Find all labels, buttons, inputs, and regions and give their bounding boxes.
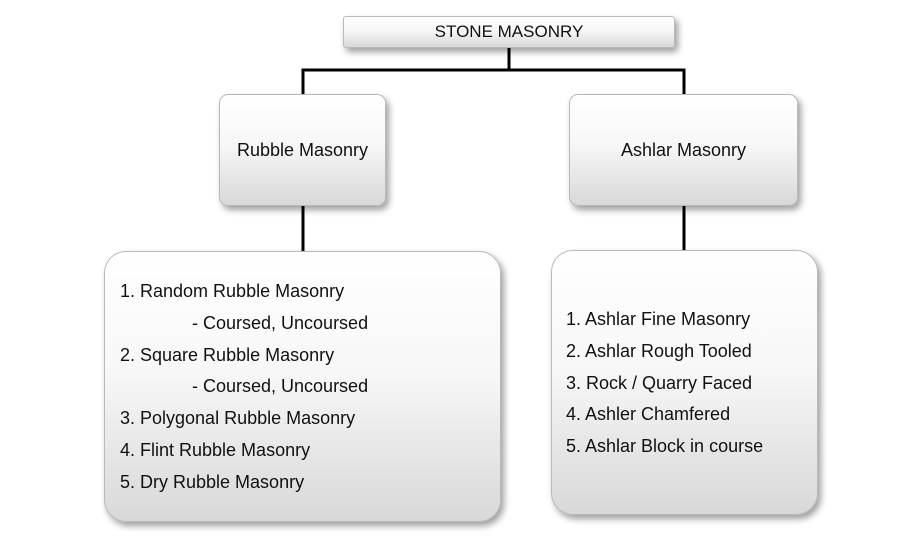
list-item: 3. Polygonal Rubble Masonry [120,408,356,429]
ashlar-masonry-label: Ashlar Masonry [620,139,747,160]
list-subitem: - Coursed, Uncoursed [192,312,369,333]
list-item: 4. Flint Rubble Masonry [120,439,311,460]
list-item: 5. Ashlar Block in course [566,436,764,457]
list-item: 4. Ashler Chamfered [566,404,731,425]
list-subitem: - Coursed, Uncoursed [192,376,369,397]
title-label: STONE MASONRY [434,22,584,41]
title-node: STONE MASONRY [343,16,675,48]
list-item: 1. Ashlar Fine Masonry [566,309,751,329]
rubble-masonry-label: Rubble Masonry [236,139,369,160]
rubble-types-list: 1. Random Rubble Masonry - Coursed, Unco… [104,251,501,522]
ashlar-types-list: 1. Ashlar Fine Masonry 2. Ashlar Rough T… [551,250,818,515]
list-item: 2. Ashlar Rough Tooled [566,340,752,361]
list-item: 3. Rock / Quarry Faced [566,372,753,393]
list-item: 2. Square Rubble Masonry [120,344,335,365]
list-item: 5. Dry Rubble Masonry [120,471,305,492]
rubble-masonry-node: Rubble Masonry [219,94,386,206]
list-item: 1. Random Rubble Masonry [120,281,345,301]
ashlar-masonry-node: Ashlar Masonry [569,94,798,206]
